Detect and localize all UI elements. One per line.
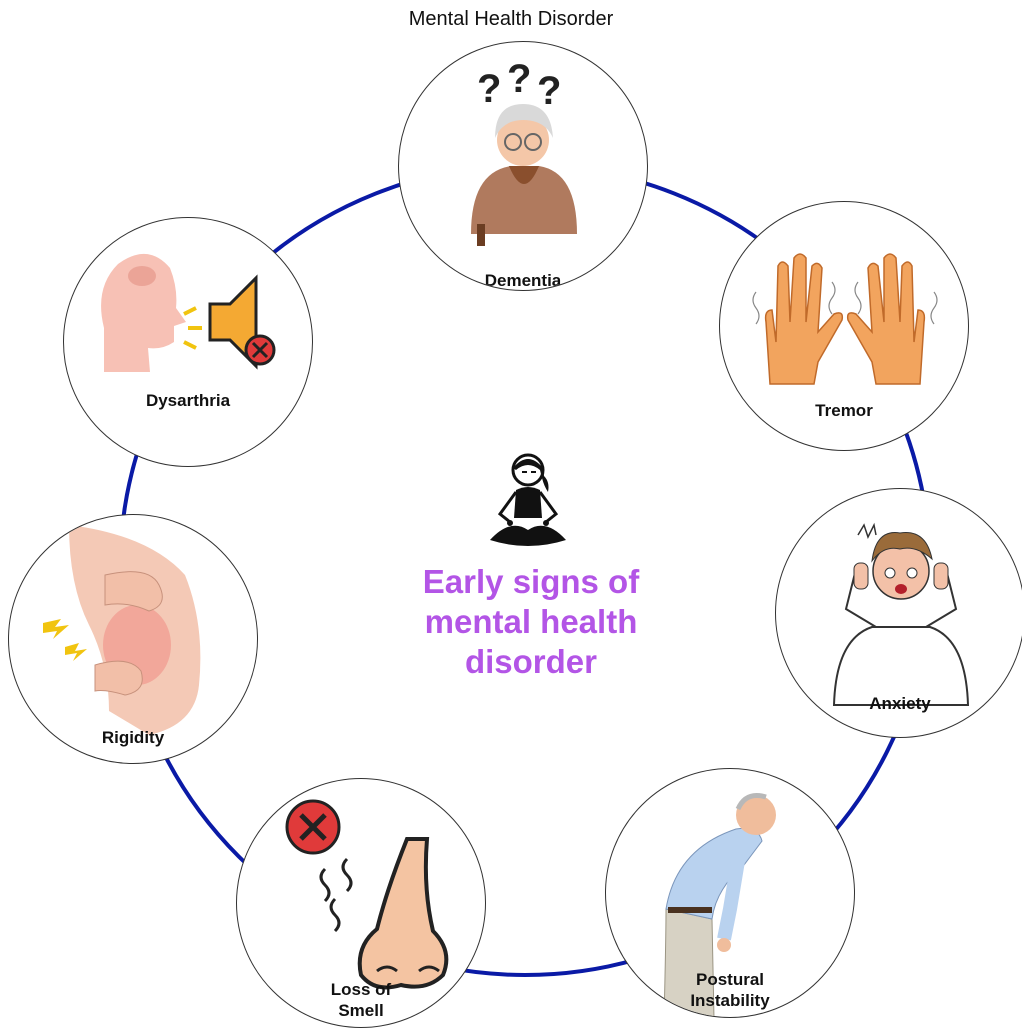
center-line-1: Early signs of	[396, 562, 666, 602]
confused-elderly-woman-icon: ? ? ?	[399, 42, 648, 291]
node-loss-of-smell: Loss of Smell	[236, 778, 486, 1028]
node-label: Dementia	[399, 270, 647, 291]
center-heading: Early signs of mental health disorder	[396, 562, 666, 682]
node-postural-instability: Postural Instability	[605, 768, 855, 1018]
svg-text:?: ?	[507, 57, 531, 101]
node-dementia: ? ? ? Dementia	[398, 41, 648, 291]
meditation-icon	[470, 448, 590, 558]
svg-text:?: ?	[537, 69, 561, 113]
node-label-line-1: Loss of	[237, 979, 485, 1000]
node-label-line-2: Instability	[606, 990, 854, 1011]
node-anxiety: Anxiety	[775, 488, 1022, 738]
node-label: Tremor	[720, 400, 968, 421]
node-dysarthria: Dysarthria	[63, 217, 313, 467]
node-label: Rigidity	[9, 727, 257, 748]
muted-speaker-head-icon	[64, 218, 313, 467]
svg-text:?: ?	[477, 67, 501, 111]
node-tremor: Tremor	[719, 201, 969, 451]
node-label: Anxiety	[776, 693, 1022, 714]
center-line-2: mental health	[396, 602, 666, 642]
node-label-line-2: Smell	[237, 1000, 485, 1021]
center-line-3: disorder	[396, 642, 666, 682]
node-label-line-1: Postural	[606, 969, 854, 990]
node-label: Dysarthria	[64, 390, 312, 411]
node-rigidity: Rigidity	[8, 514, 258, 764]
